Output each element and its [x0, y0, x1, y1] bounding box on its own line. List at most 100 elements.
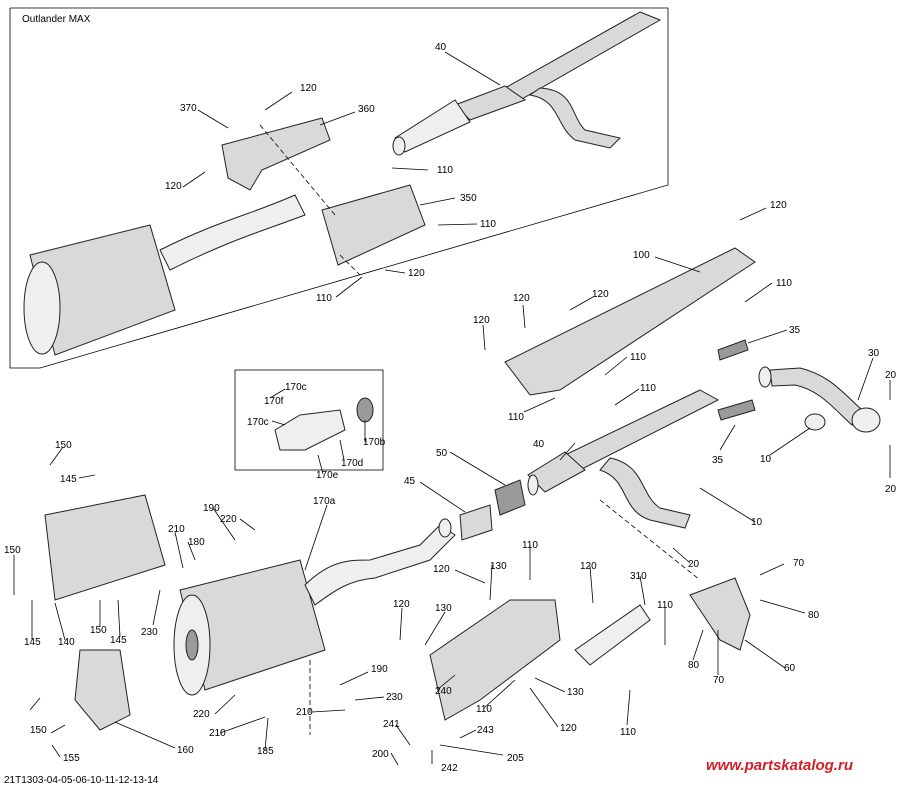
callout-230: 230: [141, 627, 158, 638]
callout-145: 145: [24, 637, 41, 648]
guard-160: [74, 649, 131, 731]
align-line: [339, 254, 361, 276]
callout-110: 110: [630, 352, 646, 363]
callout-120: 120: [770, 200, 787, 211]
header-30: [758, 366, 881, 433]
watermark: www.partskatalog.ru: [706, 757, 853, 774]
leader-lines: [13, 51, 891, 766]
clamp-50: [494, 479, 526, 516]
callout-150: 150: [55, 440, 72, 451]
callout-185: 185: [257, 746, 274, 757]
heatshield-100: [504, 247, 756, 396]
callout-110: 110: [437, 165, 453, 176]
inset-bracket-360: [221, 117, 331, 191]
callout-120: 120: [580, 561, 597, 572]
callout-230: 230: [386, 692, 403, 703]
callout-140: 140: [58, 637, 75, 648]
heatshield-140: [44, 494, 166, 601]
callout-170c: 170c: [285, 382, 307, 393]
callout-205: 205: [507, 753, 524, 764]
callout-350: 350: [460, 193, 477, 204]
callout-35: 35: [789, 325, 801, 336]
callout-242: 242: [441, 763, 458, 774]
bracket-310: [574, 604, 651, 666]
callout-60: 60: [784, 663, 796, 674]
callout-190: 190: [371, 664, 388, 675]
callout-170c: 170c: [247, 417, 269, 428]
callout-110: 110: [480, 219, 496, 230]
callout-170f: 170f: [264, 396, 284, 407]
callout-70: 70: [793, 558, 805, 569]
callout-155: 155: [63, 753, 80, 764]
callout-120: 120: [592, 289, 609, 300]
callout-220: 220: [193, 709, 210, 720]
callout-100: 100: [633, 250, 650, 261]
inset-pipe-40: [392, 11, 662, 156]
callout-labels: 40 120 370 360 110 120 350 110 120 110 1…: [4, 42, 897, 774]
gasket-10: [804, 413, 826, 431]
callout-130: 130: [490, 561, 507, 572]
callout-243: 243: [477, 725, 494, 736]
callout-120: 120: [473, 315, 490, 326]
gasket-kit-box: [234, 369, 384, 471]
inset-heatshield-350: [321, 184, 426, 266]
callout-40: 40: [435, 42, 447, 53]
callout-120: 120: [433, 564, 450, 575]
gasket-kit-170: [274, 397, 374, 451]
callout-120: 120: [300, 83, 317, 94]
callout-130: 130: [435, 603, 452, 614]
heatshield-60: [689, 577, 751, 651]
callout-120: 120: [513, 293, 530, 304]
callout-35: 35: [712, 455, 724, 466]
callout-180: 180: [188, 537, 205, 548]
callout-190: 190: [203, 503, 220, 514]
callout-160: 160: [177, 745, 194, 756]
callout-110: 110: [620, 727, 636, 738]
callout-210: 210: [209, 728, 226, 739]
callout-130: 130: [567, 687, 584, 698]
callout-370: 370: [180, 103, 197, 114]
document-code: 21T1303-04-05-06-10-11-12-13-14: [4, 775, 159, 786]
callout-170a: 170a: [313, 496, 336, 507]
callout-110: 110: [657, 600, 673, 611]
callout-120: 120: [560, 723, 577, 734]
clamp-45: [459, 504, 493, 541]
muffler: [173, 518, 456, 696]
callout-310: 310: [630, 571, 647, 582]
align-line: [259, 124, 336, 216]
callout-150: 150: [30, 725, 47, 736]
heatshield-240: [429, 599, 561, 721]
callout-110: 110: [476, 704, 492, 715]
springs-35: [717, 339, 756, 421]
callout-20: 20: [885, 370, 897, 381]
callout-120: 120: [408, 268, 425, 279]
inset-muffler: [23, 194, 306, 356]
callout-10: 10: [760, 454, 772, 465]
callout-120: 120: [165, 181, 182, 192]
callout-120: 120: [393, 599, 410, 610]
callout-30: 30: [868, 348, 880, 359]
callout-20: 20: [688, 559, 700, 570]
callout-10: 10: [751, 517, 763, 528]
callout-110: 110: [640, 383, 656, 394]
callout-200: 200: [372, 749, 389, 760]
callout-20: 20: [885, 484, 897, 495]
callout-360: 360: [358, 104, 375, 115]
callout-110: 110: [508, 412, 524, 423]
inset-frame: [9, 7, 669, 369]
callout-110: 110: [776, 278, 792, 289]
callout-170b: 170b: [363, 437, 386, 448]
callout-80: 80: [688, 660, 700, 671]
callout-170e: 170e: [316, 470, 339, 481]
callout-150: 150: [4, 545, 21, 556]
inset-title: Outlander MAX: [22, 14, 91, 25]
callout-210: 210: [168, 524, 185, 535]
callout-145: 145: [110, 635, 127, 646]
align-line: [599, 499, 701, 581]
callout-40: 40: [533, 439, 545, 450]
callout-241: 241: [383, 719, 400, 730]
callout-45: 45: [404, 476, 416, 487]
callout-240: 240: [435, 686, 452, 697]
callout-110: 110: [316, 293, 332, 304]
